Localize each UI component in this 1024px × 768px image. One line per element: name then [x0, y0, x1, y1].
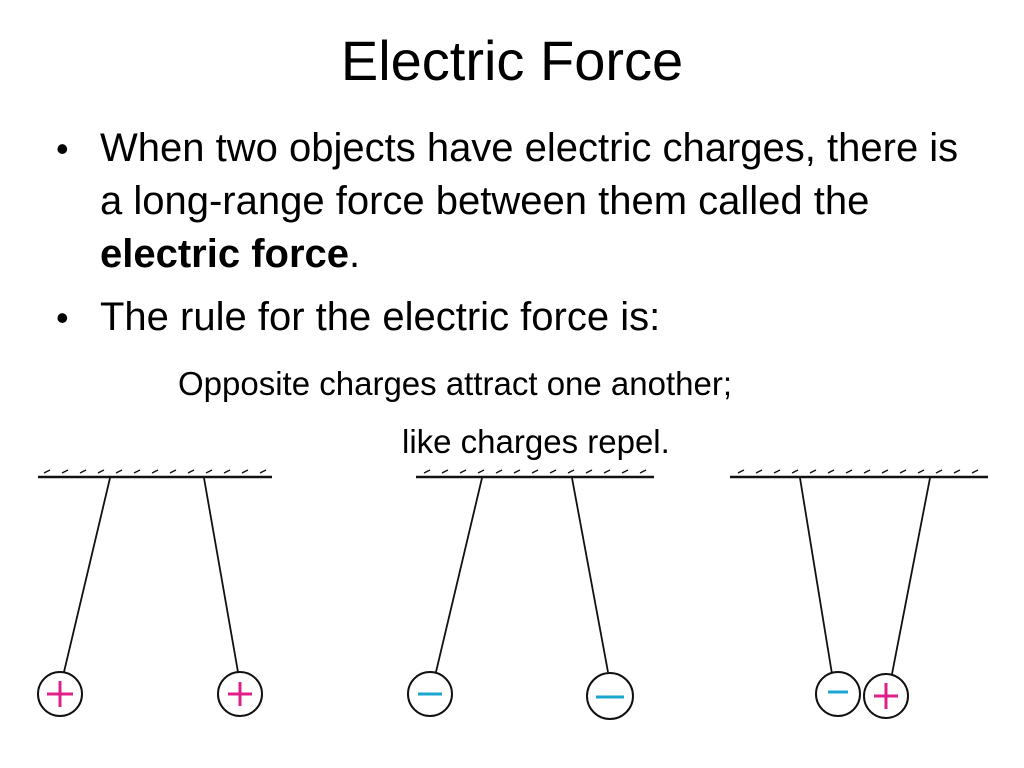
string-right	[203, 477, 239, 673]
charge-ball-negative	[407, 671, 453, 717]
string-right	[891, 477, 931, 675]
bullet-rule: • The rule for the electric force is:	[52, 291, 982, 344]
rule-line-like: like charges repel.	[402, 423, 670, 460]
slide-title: Electric Force	[340, 29, 684, 92]
pendulum-pair-1	[37, 469, 272, 717]
string-left	[799, 477, 833, 675]
pendulum-figure	[37, 469, 988, 720]
charge-ball-negative	[815, 671, 861, 717]
string-right	[571, 477, 609, 673]
charge-ball-positive	[37, 671, 83, 717]
bullet-marker: •	[56, 128, 69, 169]
string-left	[63, 477, 111, 673]
ceiling-line	[416, 469, 654, 479]
charge-ball-positive	[217, 671, 263, 717]
ceiling-line	[730, 469, 988, 479]
rule-line-opposite: Opposite charges attract one another;	[178, 365, 733, 402]
charge-ball-positive	[863, 673, 909, 719]
charge-ball-negative	[586, 672, 634, 720]
bullet-electric-charges: • When two objects have electric charges…	[52, 122, 982, 281]
bullet-text-end: .	[349, 232, 361, 276]
bullet-rule-text: The rule for the electric force is:	[100, 295, 661, 339]
bullet-bold-term: electric force	[100, 232, 350, 276]
pendulum-pair-3	[730, 469, 988, 719]
bullet-list: • When two objects have electric charges…	[52, 122, 982, 354]
bullet-marker: •	[56, 297, 69, 338]
pendulum-pair-2	[407, 469, 654, 720]
string-left	[435, 477, 483, 673]
ceiling-line	[38, 469, 272, 479]
bullet-text-start: When two objects have electric charges, …	[100, 126, 959, 223]
